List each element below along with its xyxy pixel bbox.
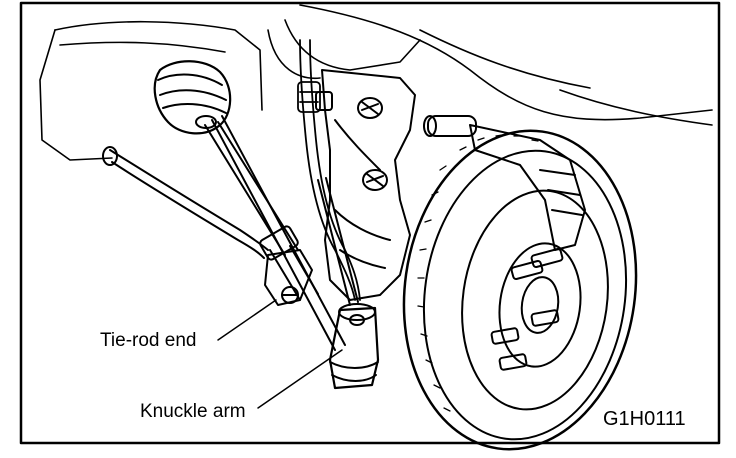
brake-hose [297, 39, 361, 301]
tie-rod-end-label: Tie-rod end [100, 330, 197, 351]
puller-tool [211, 115, 359, 351]
body-panel [39, 4, 713, 161]
wheel-studs [490, 247, 564, 371]
knuckle-arm-label: Knuckle arm [140, 401, 246, 422]
knuckle-bolts [315, 91, 388, 191]
leader-lines [217, 299, 343, 409]
ball-joint [328, 303, 380, 390]
brake-rotor [402, 129, 638, 451]
figure-frame [19, 1, 721, 445]
knuckle-arm-leader [257, 349, 343, 409]
figure-code: G1H0111 [603, 408, 686, 430]
rotor-vents [417, 134, 539, 412]
tie-rod [153, 60, 319, 306]
brake-caliper [423, 115, 586, 251]
tie-rod-end-leader [217, 299, 277, 341]
steering-knuckle [315, 69, 416, 301]
